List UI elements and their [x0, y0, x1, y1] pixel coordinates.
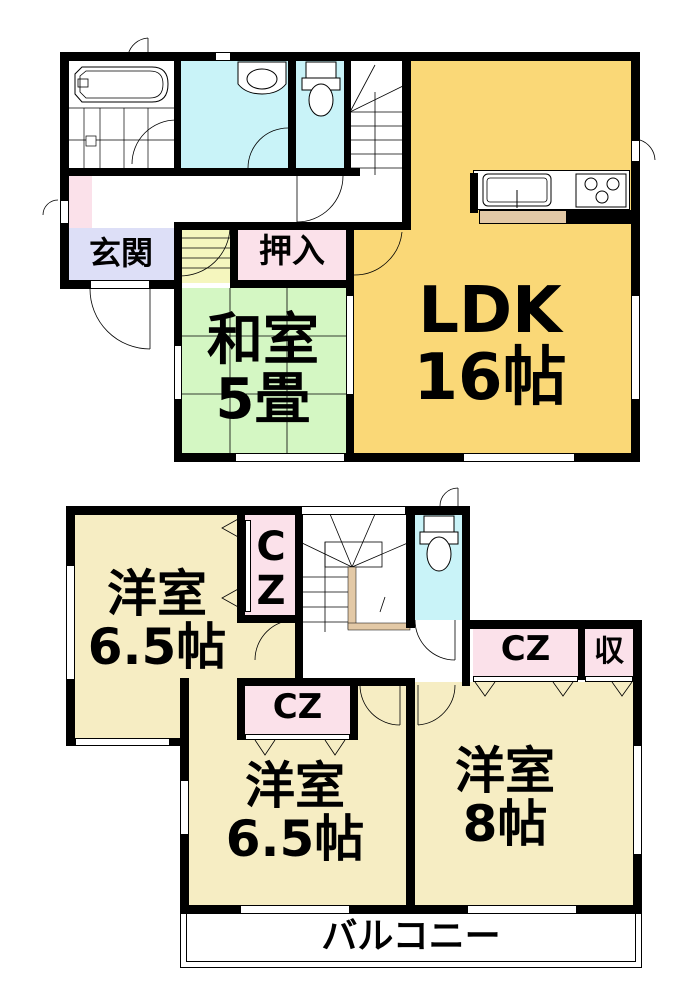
staircase-2f-steps — [299, 513, 411, 632]
kitchen-counter-edge — [470, 173, 478, 213]
closet-a — [245, 515, 295, 615]
window — [215, 52, 231, 61]
western-room-c — [415, 682, 633, 907]
wall — [350, 678, 358, 740]
washitsu — [180, 288, 346, 453]
kitchen-counter-wall — [567, 210, 632, 224]
closet-b-label: CZ — [272, 687, 323, 727]
window — [633, 745, 642, 855]
western-room-b — [188, 735, 406, 907]
wall — [578, 620, 585, 680]
oshiire — [238, 228, 346, 283]
window — [463, 453, 575, 462]
window — [235, 453, 345, 462]
window — [180, 780, 189, 835]
wall — [406, 678, 415, 913]
closet-c-label: CZ — [500, 629, 551, 669]
stair-landing-steps — [179, 227, 231, 277]
western-room-b-label: 洋室 6.5帖 — [225, 757, 365, 868]
closet-a-label: C Z — [256, 524, 286, 614]
door-swings-1f — [42, 37, 656, 350]
stair-landing — [180, 228, 230, 283]
wall — [237, 678, 357, 686]
wall — [174, 222, 410, 230]
toilet-icon-2f — [419, 515, 459, 572]
window — [467, 905, 577, 914]
wall — [402, 60, 411, 230]
wall — [288, 60, 296, 175]
wall — [66, 506, 301, 515]
balcony-inner — [186, 912, 636, 962]
balcony — [180, 912, 642, 968]
window — [60, 200, 69, 224]
wall — [60, 52, 640, 61]
window — [75, 738, 170, 746]
wall — [344, 60, 351, 175]
wall — [174, 453, 640, 462]
tatami-lines — [180, 288, 346, 453]
wall — [174, 60, 181, 175]
wall — [237, 678, 245, 740]
wall — [230, 280, 354, 288]
genkan-label: 玄関 — [88, 234, 153, 272]
window — [301, 506, 406, 515]
window — [631, 140, 640, 162]
western-room-b-upper — [358, 685, 406, 740]
bathroom-floor-tiles — [68, 107, 176, 170]
stove-icon — [575, 173, 627, 208]
storage-label: 収 — [594, 634, 624, 669]
door-swings-2f — [221, 487, 633, 756]
hallway-2f — [300, 630, 465, 680]
window — [346, 295, 354, 395]
oshiire-label: 押入 — [259, 231, 325, 270]
western-room-a-label: 洋室 6.5帖 — [87, 565, 227, 676]
wall — [295, 506, 303, 681]
wall — [60, 168, 360, 176]
genkan-mat — [68, 175, 92, 230]
closet-door — [245, 734, 350, 740]
ldk-label: LDK 16帖 — [413, 274, 567, 416]
wall — [406, 506, 415, 628]
balcony-label: バルコニー — [321, 916, 501, 957]
toilet-icon-1f — [301, 61, 341, 117]
staircase-1f — [350, 60, 405, 180]
wall — [237, 615, 302, 623]
window — [174, 345, 182, 400]
storage — [585, 628, 633, 676]
wall — [462, 620, 642, 629]
wall — [631, 52, 640, 462]
hallway-1f — [68, 175, 405, 225]
wall — [462, 506, 470, 686]
closet-door — [473, 676, 578, 682]
wall — [174, 222, 182, 462]
closet-door — [245, 520, 251, 612]
closet-b — [245, 686, 350, 734]
genkan — [68, 228, 174, 280]
wall — [300, 678, 406, 686]
wall — [230, 228, 238, 286]
closet-door — [585, 676, 633, 682]
window — [240, 905, 350, 914]
wall — [237, 512, 245, 622]
wall — [405, 506, 470, 515]
western-room-c-label: 洋室 8帖 — [455, 742, 555, 853]
window — [66, 565, 75, 680]
washbasin-icon — [237, 61, 287, 95]
sink-icon — [482, 173, 552, 208]
bathtub-icon — [74, 66, 169, 103]
kitchen-counter-front — [479, 210, 567, 224]
closet-c — [473, 628, 578, 676]
entrance-door-opening — [90, 280, 150, 289]
window — [631, 295, 640, 400]
washitsu-label: 和室 5畳 — [207, 308, 319, 432]
